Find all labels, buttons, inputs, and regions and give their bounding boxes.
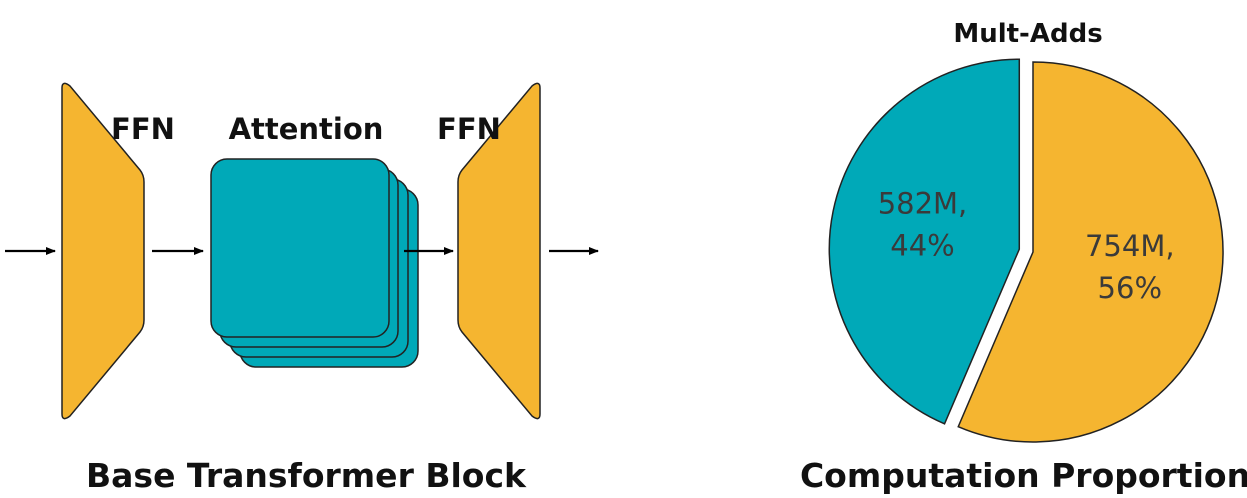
chart-caption: Computation Proportion xyxy=(800,456,1247,495)
pie-label-ffn-value: 754M, xyxy=(1085,229,1175,263)
pie-label-ffn-percent: 56% xyxy=(1098,271,1162,305)
pie-labels: 754M, 56% 582M, 44% xyxy=(878,186,1175,305)
computation-pie-chart: Mult-Adds 754M, 56% 582M, 44% Computation P… xyxy=(800,19,1247,495)
attention-head-1 xyxy=(210,158,390,338)
attention-heads-stack xyxy=(210,158,419,368)
ffn-right-label: FFN xyxy=(437,112,501,146)
pie-slices xyxy=(828,58,1224,443)
pie-slice-ffn xyxy=(957,61,1224,443)
attention-label: Attention xyxy=(229,112,384,146)
ffn-right-block xyxy=(457,82,541,420)
chart-title: Mult-Adds xyxy=(953,19,1102,49)
ffn-left-block xyxy=(61,82,145,420)
diagram-caption: Base Transformer Block xyxy=(86,456,527,495)
ffn-left-label: FFN xyxy=(111,112,175,146)
transformer-block-diagram: FFN Attention FFN Base Transformer Block xyxy=(5,82,599,495)
pie-slice-attention xyxy=(828,58,1021,425)
pie-label-attention-percent: 44% xyxy=(890,228,954,262)
pie-label-attention-value: 582M, xyxy=(878,186,968,220)
